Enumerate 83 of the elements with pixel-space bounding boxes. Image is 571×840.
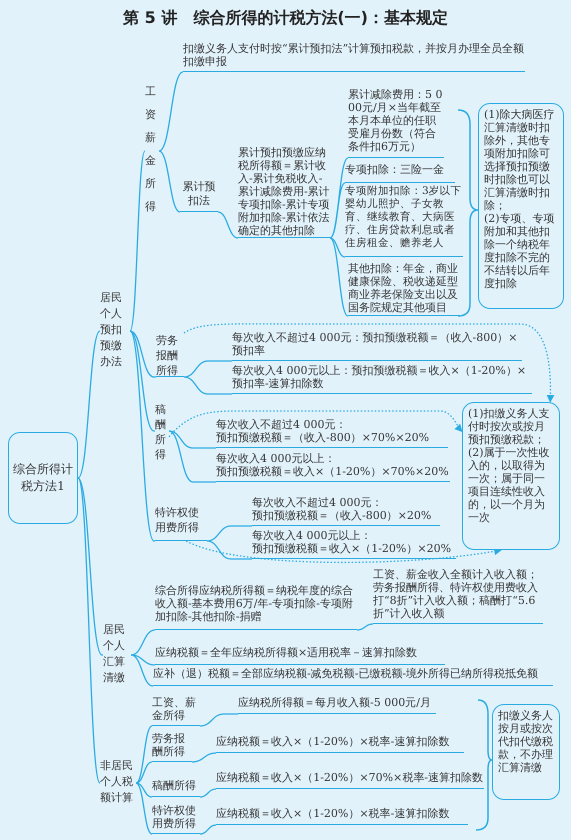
connector-line: [200, 824, 217, 835]
underlined-label: 累计预扣预缴应纳税所得额＝累计收入-累计免税收入-累计减除费用-累计专项扣除-累计专项附加扣除-累计依法确定的其他扣除: [238, 146, 330, 238]
underlined-label: 稿酬所得: [152, 779, 200, 797]
underlined-label: 劳务报酬所得: [156, 333, 184, 377]
underlined-label: 劳务报酬所得: [152, 732, 192, 762]
connector-line: [158, 150, 181, 213]
underlined-label: [216, 418, 448, 448]
connector-line: [192, 752, 217, 763]
connector-line: [218, 211, 239, 239]
connector-line: [136, 782, 153, 798]
underlined-label: 工资、薪金所得: [152, 696, 200, 726]
connector-line: [130, 629, 156, 656]
title: 第 5 讲 综合所得的计税方法(一)：基本规定: [122, 8, 449, 29]
connector-line: [356, 623, 374, 631]
underlined-label: 特许权使用费所得: [155, 505, 207, 541]
connector-line: [136, 761, 153, 784]
underlined-label: [252, 529, 456, 559]
connector-line: [206, 525, 252, 542]
connector-line: [168, 430, 216, 449]
note-box: [462, 402, 560, 550]
underlined-label: [252, 496, 440, 526]
connector-line: [184, 360, 232, 378]
underlined-label: 应纳税额＝全年应纳税所得额×适用税率－速算扣除数: [155, 646, 445, 665]
connector-line: [78, 478, 104, 656]
connector-line: [130, 330, 156, 378]
formula-text: 预扣预缴税额＝（收入-800）×20%: [252, 509, 432, 522]
note-box: 扣缴义务人按月或按次代扣代缴税款，不办理汇算清缴: [492, 704, 560, 800]
underlined-label: [216, 452, 450, 482]
formula-text: 预扣预缴税额＝收入×（1-20%）×70%×20%: [216, 465, 450, 478]
underlined-label: 专项附加扣除：3岁以下婴幼儿照护、子女教育、继续教育、大病医疗、住房贷款利息或者住房租金、赡养老人: [345, 185, 463, 257]
connector-line: [136, 725, 153, 784]
connector-line: [330, 237, 349, 317]
formula-text: 预扣预缴税额＝（收入-800）×70%×20%: [216, 431, 430, 444]
connector-line: [330, 182, 346, 239]
connector-line: [136, 782, 153, 835]
branch-label: 稿酬所得: [155, 402, 169, 460]
underlined-label: 累计预扣法: [180, 180, 218, 212]
connector-line: [129, 150, 146, 332]
underlined-label: 综合所得应纳税所得额＝纳税年度的综合收入额-基本费用6万/年-专项扣除-专项附加扣除-其他扣除-捐赠: [155, 584, 357, 630]
connector-line: [184, 376, 232, 395]
connector-line: [330, 237, 346, 258]
connector-line: [129, 330, 156, 542]
formula-text: 每次收入不超过4 000元：: [252, 496, 384, 509]
formula-text: 每次收入4 000元以上：: [252, 529, 372, 542]
branch-label: 居民个人汇算清缴: [103, 622, 131, 688]
underlined-label: 应补（退）税额＝全部应纳税额-减免税额-已缴税额-境外所得已纳所得税抵免额: [153, 667, 553, 686]
connector-line: [130, 330, 156, 432]
underlined-label: 工资、薪金收入全额计入收入额；劳务报酬所得、特许权使用费收入打“8折”计入收入额；稿酬打“5.6折”计入收入额: [373, 568, 543, 624]
underlined-label: 累计减除费用：5 000元/月×当年截至本月本单位的任职受雇月份数（符合条件扣6万元）: [348, 88, 444, 158]
note-box: 综合所得计税方法1: [8, 432, 78, 524]
underlined-label: 专项扣除：三险一金: [345, 163, 455, 183]
underlined-label: 每次收入不超过4 000元：预扣预缴税额＝（收入-800）×预扣率: [232, 331, 522, 361]
branch-label: 居民个人预扣预缴办法: [100, 290, 130, 372]
note-text: (1)除大病医疗汇算清缴时扣除外，其他专项附加扣除可选择预扣预缴时扣除也可以汇算清缴时扣除；: [484, 108, 556, 212]
connector-line: [130, 654, 154, 687]
formula-text: 每次收入4 000元以上：: [216, 452, 336, 465]
note-text: (1)扣缴义务人支付时按次或按月预扣预缴税款；: [468, 407, 551, 446]
note-text: (2)专项、专项附加和其他扣除一个纳税年度扣除不完的不结转以后年度扣除: [484, 212, 556, 290]
underlined-label: 其他扣除：年金，商业健康保险、税收递延型商业养老保险支出以及国务院规定其他项目: [348, 262, 460, 316]
branch-label: 工资薪金所得: [145, 80, 159, 222]
connector-line: [78, 330, 101, 478]
connector-line: [130, 654, 156, 666]
note-text: (2)属于一次性收入的，以取得为一次；属于同一项目连续性收入的，以一个月为一次: [468, 446, 551, 524]
underlined-label: 每次收入4 000元以上：预扣预缴税额＝收入×（1-20%）×预扣率-速算扣除数: [232, 364, 532, 394]
connector-line: [158, 71, 184, 152]
formula-text: 每次收入不超过4 000元：: [216, 418, 348, 431]
connector-line: [77, 478, 101, 784]
dotted-arrow: [186, 540, 502, 564]
underlined-label: 特许权使用费所得: [152, 804, 200, 834]
connector-line: [206, 540, 252, 560]
connector-line: [200, 713, 238, 727]
underlined-label: 应纳税所得额＝每月收入额-5 000元/月: [238, 696, 436, 714]
underlined-label: 应纳税额＝收入×（1-20%）×税率-速算扣除数: [216, 735, 464, 753]
underlined-label: 应纳税额＝收入×（1-20%）×70%×税率-速算扣除数: [216, 771, 484, 789]
note-box: [478, 103, 564, 309]
connector-line: [168, 430, 216, 483]
dotted-arrow: [184, 323, 554, 403]
formula-text: 预扣预缴税额＝收入×（1-20%）×20%: [252, 542, 452, 555]
underlined-label: 扣缴义务人支付时按“累计预扣法”计算预扣税款，并按月办理全员全额扣缴申报: [183, 42, 525, 72]
connector-line: [200, 788, 217, 798]
branch-label: 非居民个人税额计算: [100, 758, 136, 808]
dotted-arrow: [168, 410, 463, 438]
underlined-label: 应纳税额＝收入×（1-20%）×税率-速算扣除数: [216, 807, 468, 825]
